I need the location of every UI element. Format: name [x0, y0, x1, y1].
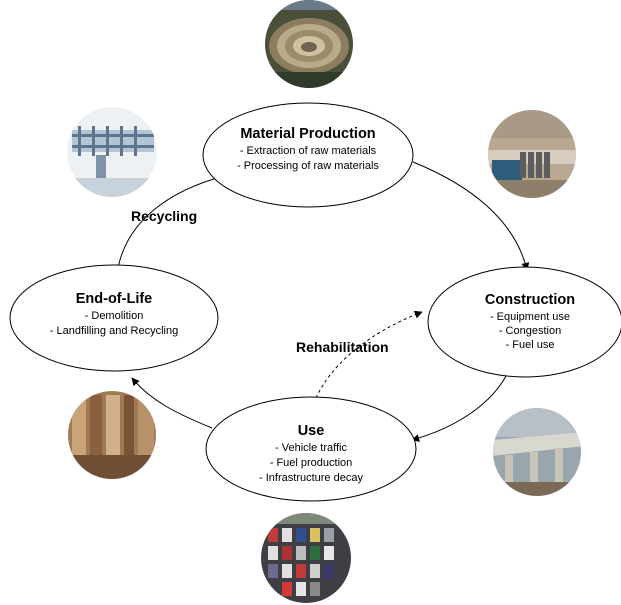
stage-material-production-ellipse: [202, 102, 414, 208]
stage-use: Use - Vehicle traffic - Fuel production …: [205, 396, 417, 502]
stage-construction-ellipse: [427, 266, 621, 378]
recycling-label: Recycling: [131, 208, 197, 224]
stage-use-item-1: - Vehicle traffic: [275, 442, 347, 454]
stage-material-production-item-1: - Extraction of raw materials: [240, 145, 377, 157]
stage-construction-item-3: - Fuel use: [506, 339, 555, 351]
demolition-rubble-photo: [68, 391, 156, 479]
dam-construction-photo: [488, 110, 576, 198]
traffic-jam-photo: [261, 513, 351, 603]
stage-end-of-life-title: End-of-Life: [76, 291, 153, 307]
stage-end-of-life-item-2: - Landfilling and Recycling: [50, 325, 178, 337]
stage-construction: Construction - Equipment use - Congestio…: [427, 266, 621, 378]
stage-use-item-2: - Fuel production: [270, 457, 353, 469]
stage-use-ellipse: [205, 396, 417, 502]
steel-frame-structure-photo: [67, 107, 157, 197]
arrow-use-to-end-of-life: [131, 377, 213, 429]
arrow-construction-to-use: [411, 375, 507, 442]
stage-end-of-life: End-of-Life - Demolition - Landfilling a…: [9, 264, 219, 372]
stage-end-of-life-item-1: - Demolition: [85, 310, 144, 322]
stage-construction-item-2: - Congestion: [499, 325, 561, 337]
stage-material-production-item-2: - Processing of raw materials: [237, 160, 379, 172]
arrow-production-to-construction: [412, 161, 530, 271]
stage-end-of-life-ellipse: [9, 264, 219, 372]
stage-use-title: Use: [298, 423, 325, 439]
open-pit-mine-photo: [265, 0, 353, 88]
stage-construction-item-1: - Equipment use: [490, 311, 570, 323]
stage-construction-title: Construction: [485, 292, 575, 308]
arrow-rehabilitation: [315, 310, 423, 399]
bridge-construction-photo: [493, 408, 581, 496]
rehabilitation-label: Rehabilitation: [296, 339, 389, 355]
stage-use-item-3: - Infrastructure decay: [259, 472, 363, 484]
stage-material-production-title: Material Production: [240, 126, 375, 142]
stage-material-production: Material Production - Extraction of raw …: [202, 102, 414, 208]
